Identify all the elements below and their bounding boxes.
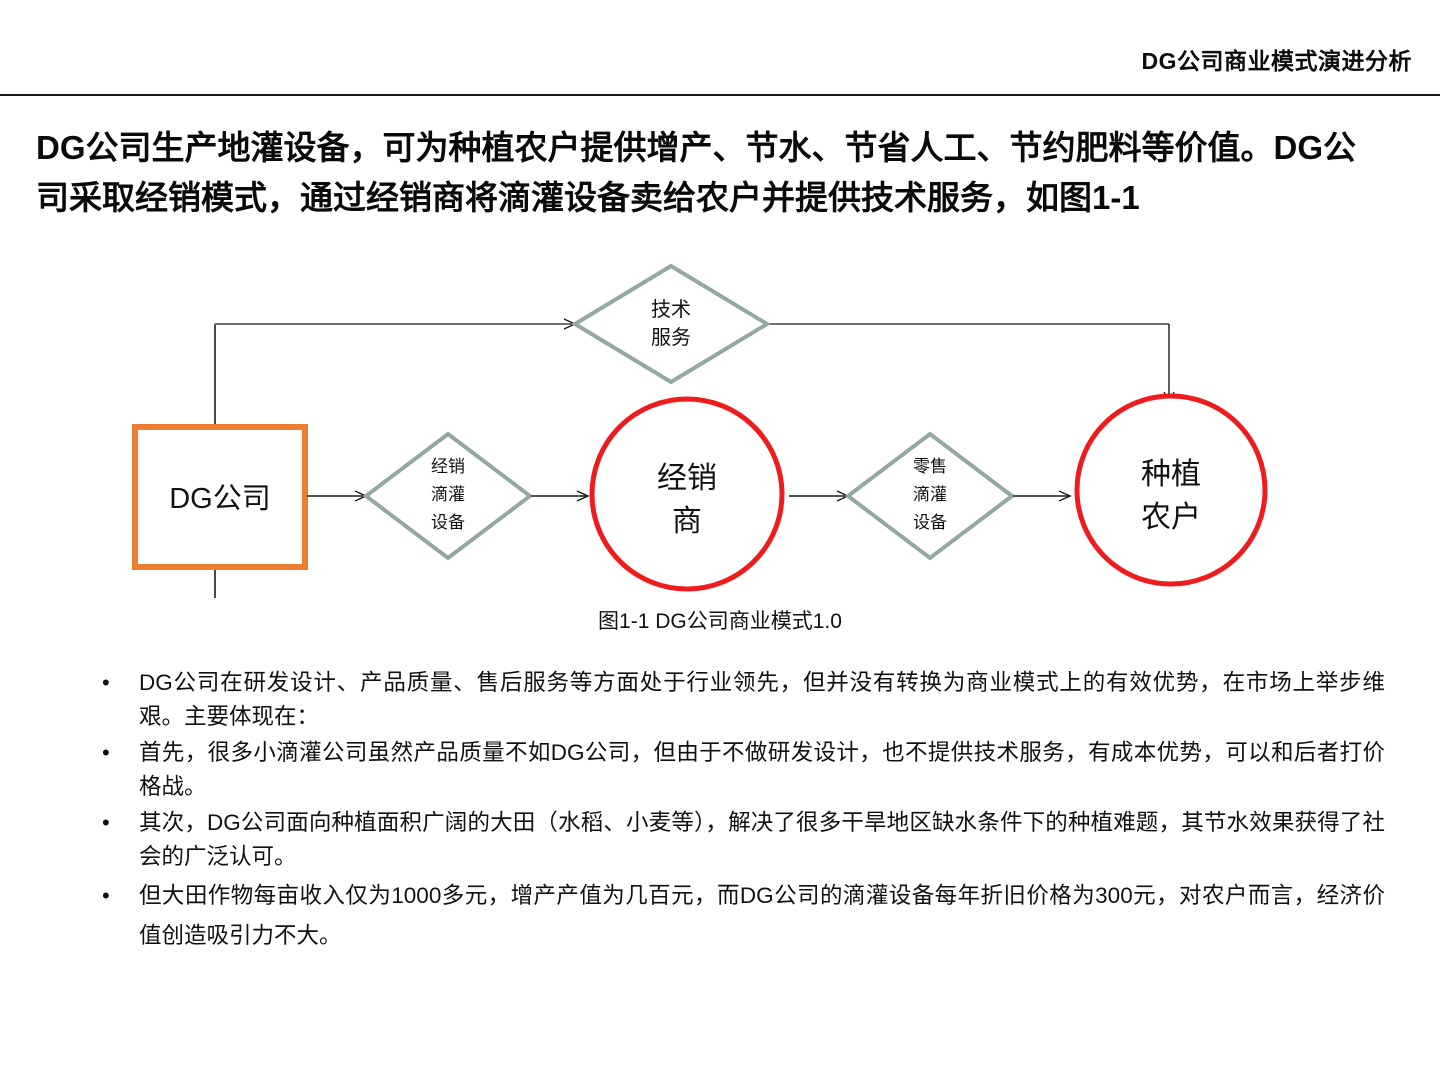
list-item: • 其次，DG公司面向种植面积广阔的大田（水稻、小麦等），解决了很多干旱地区缺水… (95, 806, 1385, 874)
node-distribute-label-2: 滴灌 (431, 485, 465, 504)
list-item: • 但大田作物每亩收入仅为1000多元，增产产值为几百元，而DG公司的滴灌设备每… (95, 876, 1385, 956)
list-item: • 首先，很多小滴灌公司虽然产品质量不如DG公司，但由于不做研发设计，也不提供技… (95, 736, 1385, 804)
bullet-marker: • (102, 810, 110, 835)
header-title: DG公司商业模式演进分析 (1141, 48, 1412, 74)
node-tech-service: 技术 服务 (571, 263, 771, 385)
page-title: DG公司生产地灌设备，可为种植农户提供增产、节水、节省人工、节约肥料等价值。DG… (36, 129, 1356, 216)
node-dg-company-label: DG公司 (169, 483, 271, 515)
header-divider (0, 94, 1440, 96)
node-farmer: 种植 农户 (1074, 393, 1268, 587)
node-retail-label-1: 零售 (913, 457, 947, 476)
bullet-text: DG公司在研发设计、产品质量、售后服务等方面处于行业领先，但并没有转换为商业模式… (139, 670, 1385, 729)
node-dealer: 经销 商 (589, 396, 785, 592)
node-distribute-label-3: 设备 (431, 513, 465, 532)
node-dg-company: DG公司 (132, 424, 308, 570)
bullet-marker: • (102, 670, 110, 695)
node-retail-equipment: 零售 滴灌 设备 (844, 431, 1016, 561)
node-distribute-label-1: 经销 (431, 457, 465, 476)
bullet-marker: • (102, 740, 110, 765)
node-tech-service-label-1: 技术 (651, 298, 691, 321)
node-farmer-label-2: 农户 (1141, 501, 1201, 534)
bullet-text: 其次，DG公司面向种植面积广阔的大田（水稻、小麦等），解决了很多干旱地区缺水条件… (139, 810, 1385, 869)
node-farmer-label-1: 种植 (1141, 458, 1201, 491)
bullet-text: 首先，很多小滴灌公司虽然产品质量不如DG公司，但由于不做研发设计，也不提供技术服… (139, 740, 1385, 799)
bullet-list: • DG公司在研发设计、产品质量、售后服务等方面处于行业领先，但并没有转换为商业… (95, 666, 1385, 958)
bullet-text: 但大田作物每亩收入仅为1000多元，增产产值为几百元，而DG公司的滴灌设备每年折… (139, 883, 1385, 948)
list-item: • DG公司在研发设计、产品质量、售后服务等方面处于行业领先，但并没有转换为商业… (95, 666, 1385, 734)
node-retail-label-2: 滴灌 (913, 485, 947, 504)
connector-tech-service-to-farmer (767, 323, 1175, 405)
node-dealer-label-1: 经销 (657, 462, 717, 495)
node-dealer-label-2: 商 (672, 505, 702, 538)
node-distribute-equipment: 经销 滴灌 设备 (362, 431, 534, 561)
node-tech-service-label-2: 服务 (651, 326, 691, 349)
business-model-diagram: 技术 服务 DG公司 经销 滴灌 设备 经销 商 (0, 258, 1440, 598)
node-retail-label-3: 设备 (913, 513, 947, 532)
bullet-marker: • (102, 883, 110, 908)
figure-caption: 图1-1 DG公司商业模式1.0 (598, 610, 842, 633)
page-header: DG公司商业模式演进分析 (0, 0, 1440, 96)
